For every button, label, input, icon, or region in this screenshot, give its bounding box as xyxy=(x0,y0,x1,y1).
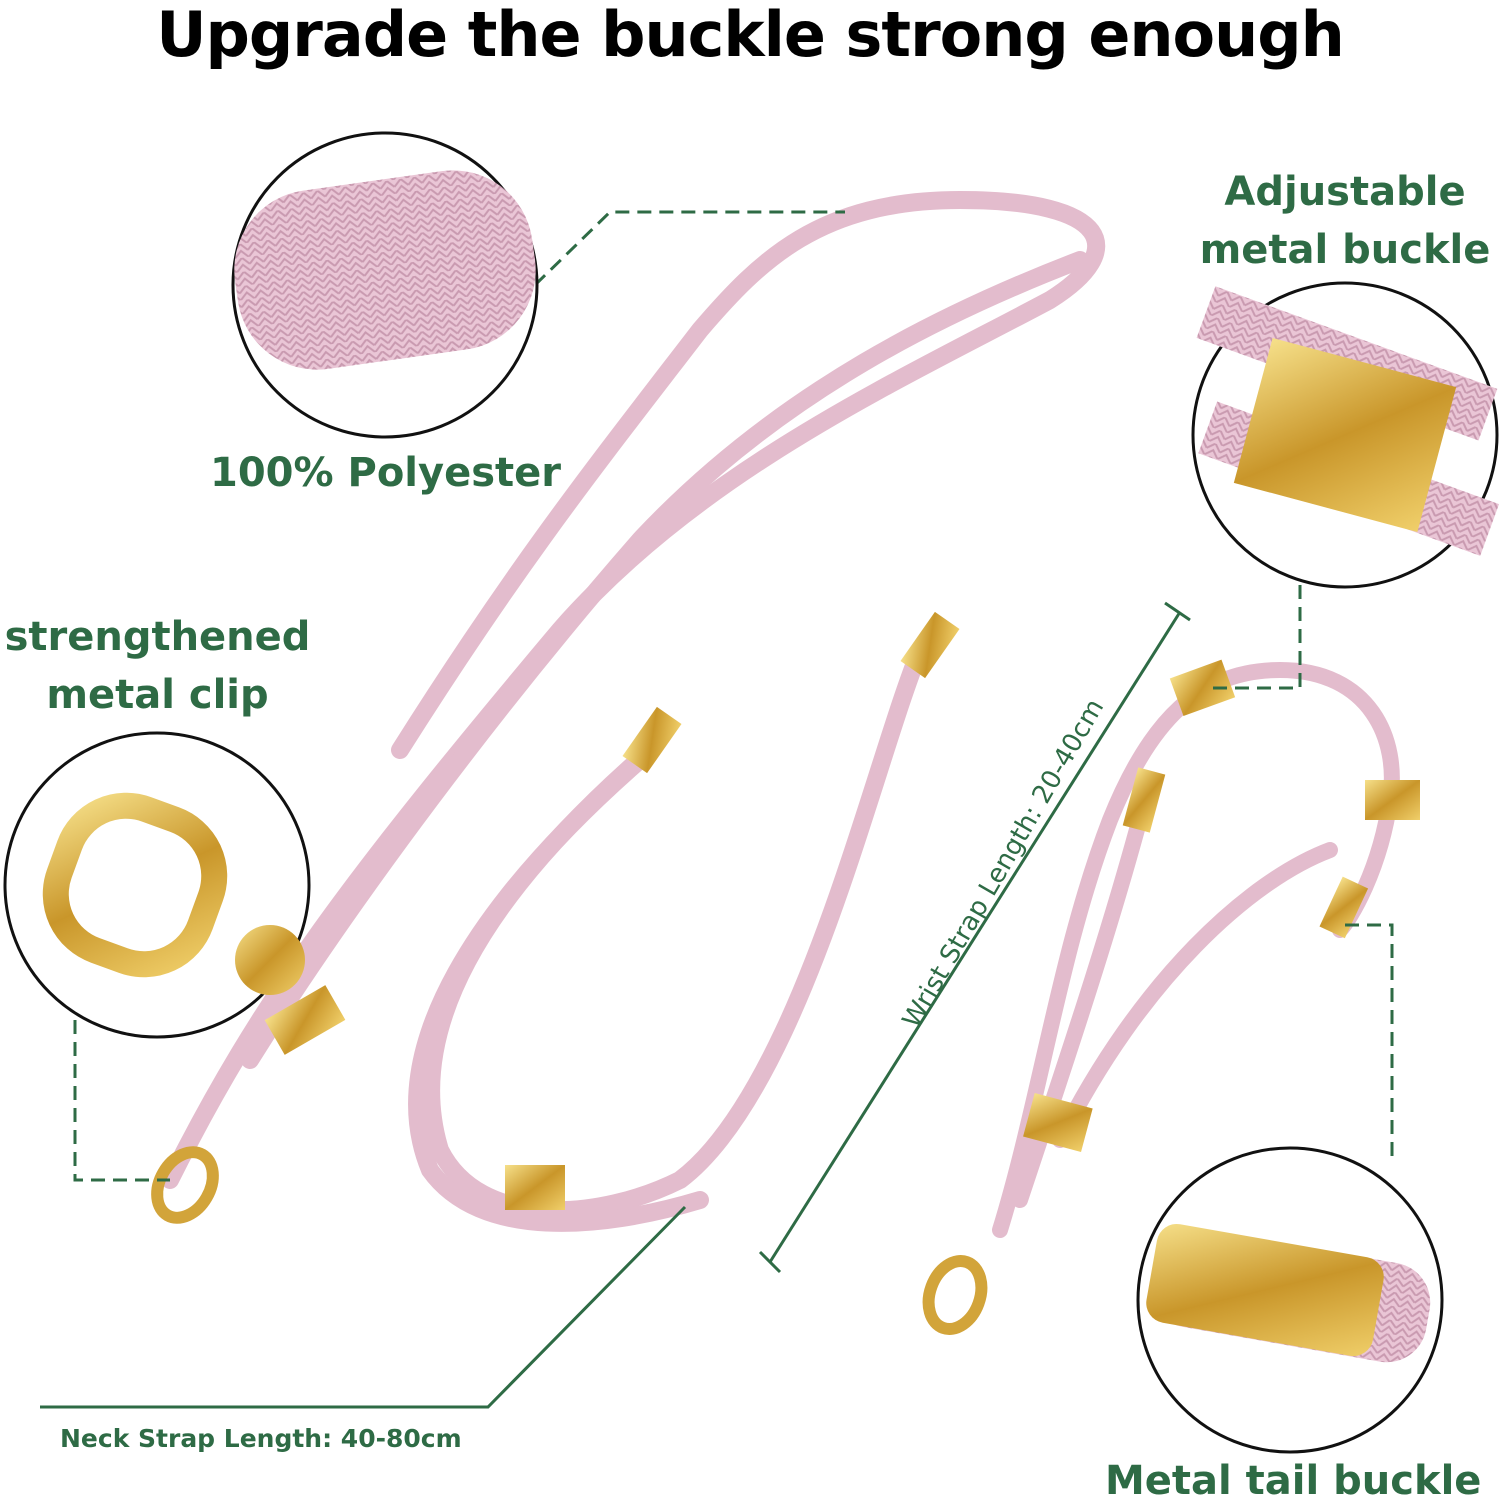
label-line: metal buckle xyxy=(1199,227,1491,273)
page-title: Upgrade the buckle strong enough xyxy=(156,0,1345,71)
neck-strap xyxy=(161,190,1106,1232)
label-adjustable-buckle: Adjustable metal buckle xyxy=(1195,163,1495,279)
detail-polyester xyxy=(231,131,539,439)
detail-metal-clip xyxy=(3,731,311,1039)
measure-lines xyxy=(40,210,1394,1409)
label-line: Adjustable xyxy=(1224,169,1466,215)
label-line: metal clip xyxy=(46,672,269,718)
label-tail-buckle: Metal tail buckle xyxy=(1105,1458,1482,1504)
label-metal-clip: strengthened metal clip xyxy=(0,608,315,724)
detail-adjustable-buckle xyxy=(1191,281,1500,589)
label-line: strengthened xyxy=(4,614,311,660)
label-neck-length: Neck Strap Length: 40-80cm xyxy=(60,1424,462,1453)
snap-clips xyxy=(151,1146,988,1335)
label-polyester: 100% Polyester xyxy=(210,450,561,496)
detail-tail-buckle xyxy=(1136,1146,1444,1454)
metal-fittings xyxy=(264,611,1420,1210)
